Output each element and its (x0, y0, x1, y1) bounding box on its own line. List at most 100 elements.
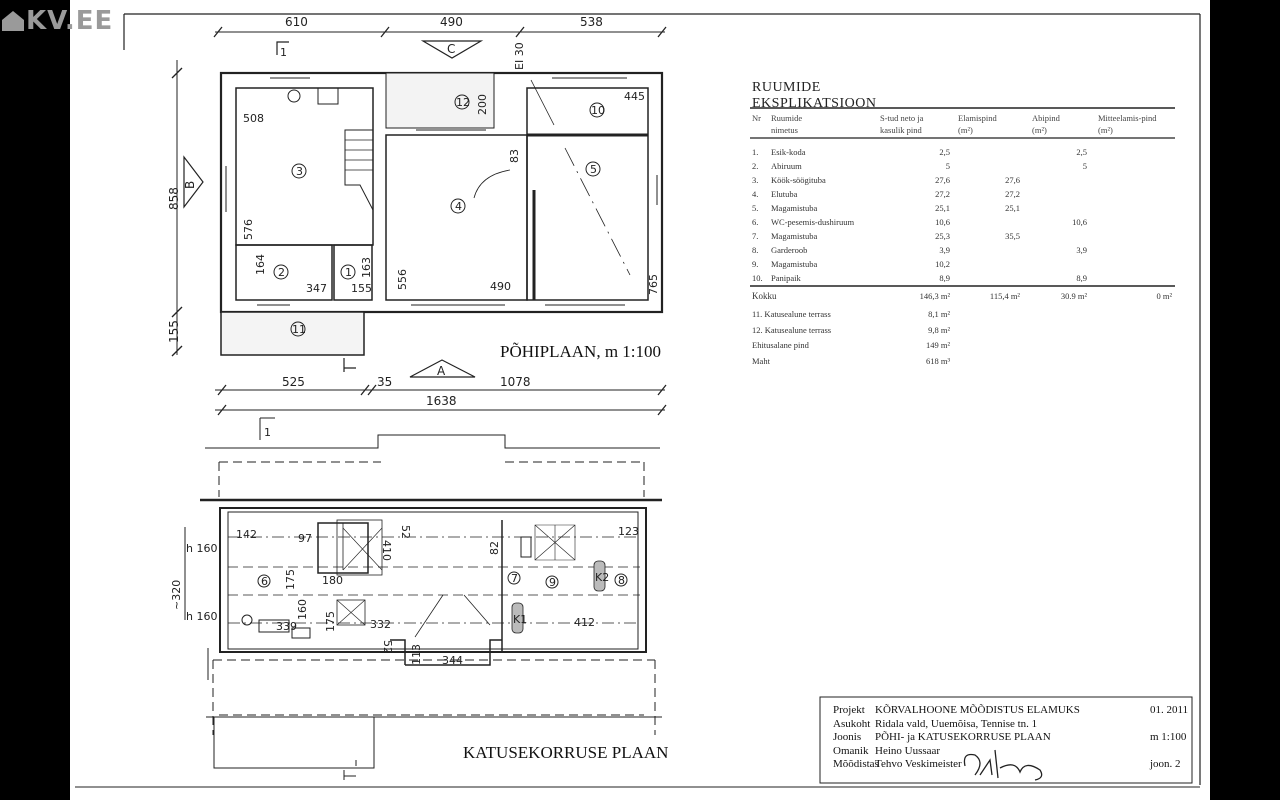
dim-52-top: 52 (399, 525, 412, 539)
row-3-net: 27,6 (935, 175, 950, 185)
dim-175-a: 175 (284, 569, 297, 590)
dim-97: 97 (298, 532, 312, 545)
dim-160: 160 (296, 599, 309, 620)
header-nr: Nr (752, 113, 761, 123)
height-h160-bottom: h 160 (186, 610, 217, 623)
extra-value: 9,8 m² (928, 325, 950, 335)
header-aux-area: Abipind (m²) (1032, 113, 1060, 135)
dim-164: 164 (254, 254, 267, 275)
row-8-name: Garderoob (771, 245, 808, 255)
dim-total-width: 1638 (426, 394, 457, 408)
dim-412: 412 (574, 616, 595, 629)
row-5-living: 25,1 (1005, 203, 1020, 213)
header-net-area: S-tud neto ja kasulik pind (880, 113, 924, 135)
house-icon (2, 11, 24, 31)
title-block-value: Ridala vald, Uuemõisa, Tennise tn. 1 (875, 717, 1038, 730)
room-number-9: 9 (549, 576, 556, 589)
section-mark-a: A (437, 364, 446, 378)
title-block-value: PÕHI- ja KATUSEKORRUSE PLAAN (875, 731, 1051, 743)
row-7-living: 35,5 (1005, 231, 1020, 241)
row-7-name: Magamistuba (771, 231, 818, 241)
room-number-6: 6 (261, 575, 268, 588)
attic-plan: 6 7 8 9 142 97 52 410 82 123 175 180 160… (170, 417, 668, 780)
dim-left-depth: 858 (167, 187, 181, 210)
drawing-sheet (70, 0, 1210, 800)
attic-outer-wall (219, 507, 647, 653)
extra-label: 12. Katusealune terrass (752, 325, 832, 335)
header-nonliving-area: Mitteelamis-pind (m²) (1098, 113, 1157, 135)
dim-163: 163 (360, 257, 373, 278)
dim-top-1: 610 (285, 15, 308, 29)
dim-top-3: 538 (580, 15, 603, 29)
row-6-nr: 6. (752, 217, 759, 227)
dim-576: 576 (242, 219, 255, 240)
row-3-nr: 3. (752, 175, 759, 185)
dim-339: 339 (276, 620, 297, 633)
height-h160-top: h 160 (186, 542, 217, 555)
row-2-aux: 5 (1082, 161, 1087, 171)
extra-label: 11. Katusealune terrass (752, 309, 831, 319)
extra-label: Ehitusalane pind (752, 340, 809, 350)
row-9-nr: 9. (752, 259, 759, 269)
row-6-net: 10,6 (935, 217, 950, 227)
row-2-net: 5 (945, 161, 950, 171)
ground-plan: 610 490 538 525 35 1078 1638 858 155 C A… (167, 15, 667, 416)
row-5-name: Magamistuba (771, 203, 818, 213)
row-6-aux: 10,6 (1072, 217, 1087, 227)
total-living: 115,4 m² (989, 291, 1020, 301)
title-block-value: Tehvo Veskimeister (875, 758, 962, 770)
title-block-right: joon. 2 (1150, 758, 1181, 770)
row-5-net: 25,1 (935, 203, 950, 213)
explication-title: RUUMIDE EKSPLIKATSIOON (752, 80, 877, 111)
dim-410: 410 (380, 540, 393, 561)
dim-344: 344 (442, 654, 463, 667)
dim-155: 155 (351, 282, 372, 295)
chimney-k1-label: K1 (513, 613, 527, 626)
room-number-5: 5 (590, 163, 597, 176)
row-10-nr: 10. (752, 273, 763, 283)
row-4-living: 27,2 (1005, 189, 1020, 199)
dim-bottom-2: 35 (377, 375, 392, 389)
dim-508: 508 (243, 112, 264, 125)
section-mark-1-top: 1 (280, 46, 287, 59)
row-3-name: Köök-söögituba (771, 175, 826, 185)
dim-200: 200 (476, 94, 489, 115)
extra-label: Maht (752, 356, 770, 366)
chimney-k1 (511, 602, 524, 634)
row-5-nr: 5. (752, 203, 759, 213)
dim-113: 113 (410, 644, 423, 665)
watermark-text: KV.EE (26, 6, 114, 36)
row-10-name: Panipaik (771, 273, 801, 283)
signature (963, 749, 1043, 781)
extra-value: 149 m² (925, 340, 950, 350)
row-9-net: 10,2 (935, 259, 950, 269)
title-block-border (819, 696, 1193, 784)
row-4-nr: 4. (752, 189, 759, 199)
dim-556: 556 (396, 269, 409, 290)
extra-value: 8,1 m² (928, 309, 950, 319)
row-10-net: 8,9 (939, 273, 950, 283)
room-number-2: 2 (278, 266, 285, 279)
room-number-10: 10 (591, 104, 605, 117)
title-block-right: m 1:100 (1150, 731, 1187, 743)
room-number-8: 8 (618, 574, 625, 587)
title-block-label: Mõõdistas (833, 758, 879, 770)
dim-490: 490 (490, 280, 511, 293)
dim-445: 445 (624, 90, 645, 103)
row-7-net: 25,3 (935, 231, 950, 241)
dim-320: ~320 (170, 580, 183, 610)
dim-332: 332 (370, 618, 391, 631)
total-net: 146,3 m² (919, 291, 950, 301)
dim-left-terrace: 155 (167, 320, 181, 343)
room-number-4: 4 (455, 200, 462, 213)
total-label: Kokku (752, 291, 777, 301)
room-number-1: 1 (345, 266, 352, 279)
dim-83: 83 (508, 149, 521, 163)
room-number-7: 7 (511, 572, 518, 585)
row-2-nr: 2. (752, 161, 759, 171)
fire-rating-ei30: EI 30 (513, 42, 526, 70)
total-nonliving: 0 m² (1156, 291, 1172, 301)
dim-765: 765 (647, 274, 660, 295)
room-number-3: 3 (296, 165, 303, 178)
dim-top-2: 490 (440, 15, 463, 29)
